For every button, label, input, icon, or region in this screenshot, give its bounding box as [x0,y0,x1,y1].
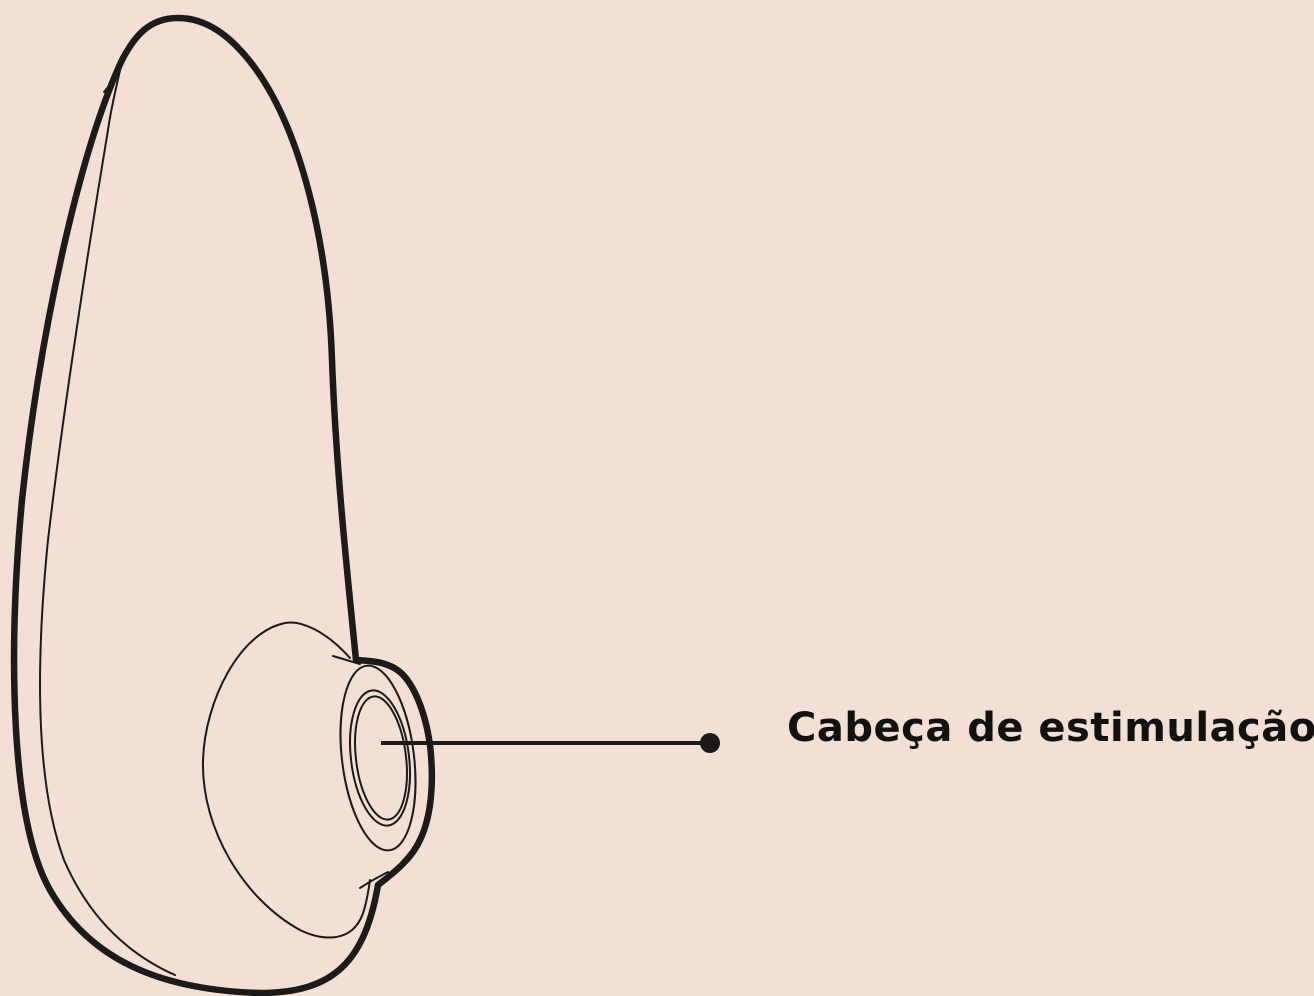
device-top-crease [103,74,119,93]
device-body-outline [10,14,436,996]
stimulation-head-rim-bottom [359,871,389,889]
stimulation-head-dome [201,621,371,939]
stimulation-opening-inner-ring [354,695,408,821]
stimulation-opening-middle-ring [349,689,411,827]
callout-label-stimulation-head: Cabeça de estimulação [787,705,1314,751]
device-body-edge-line [39,61,176,976]
stimulation-opening-outer-ring [339,664,417,852]
stimulation-head-rim-top [332,655,361,665]
callout-leader-dot [700,733,720,753]
